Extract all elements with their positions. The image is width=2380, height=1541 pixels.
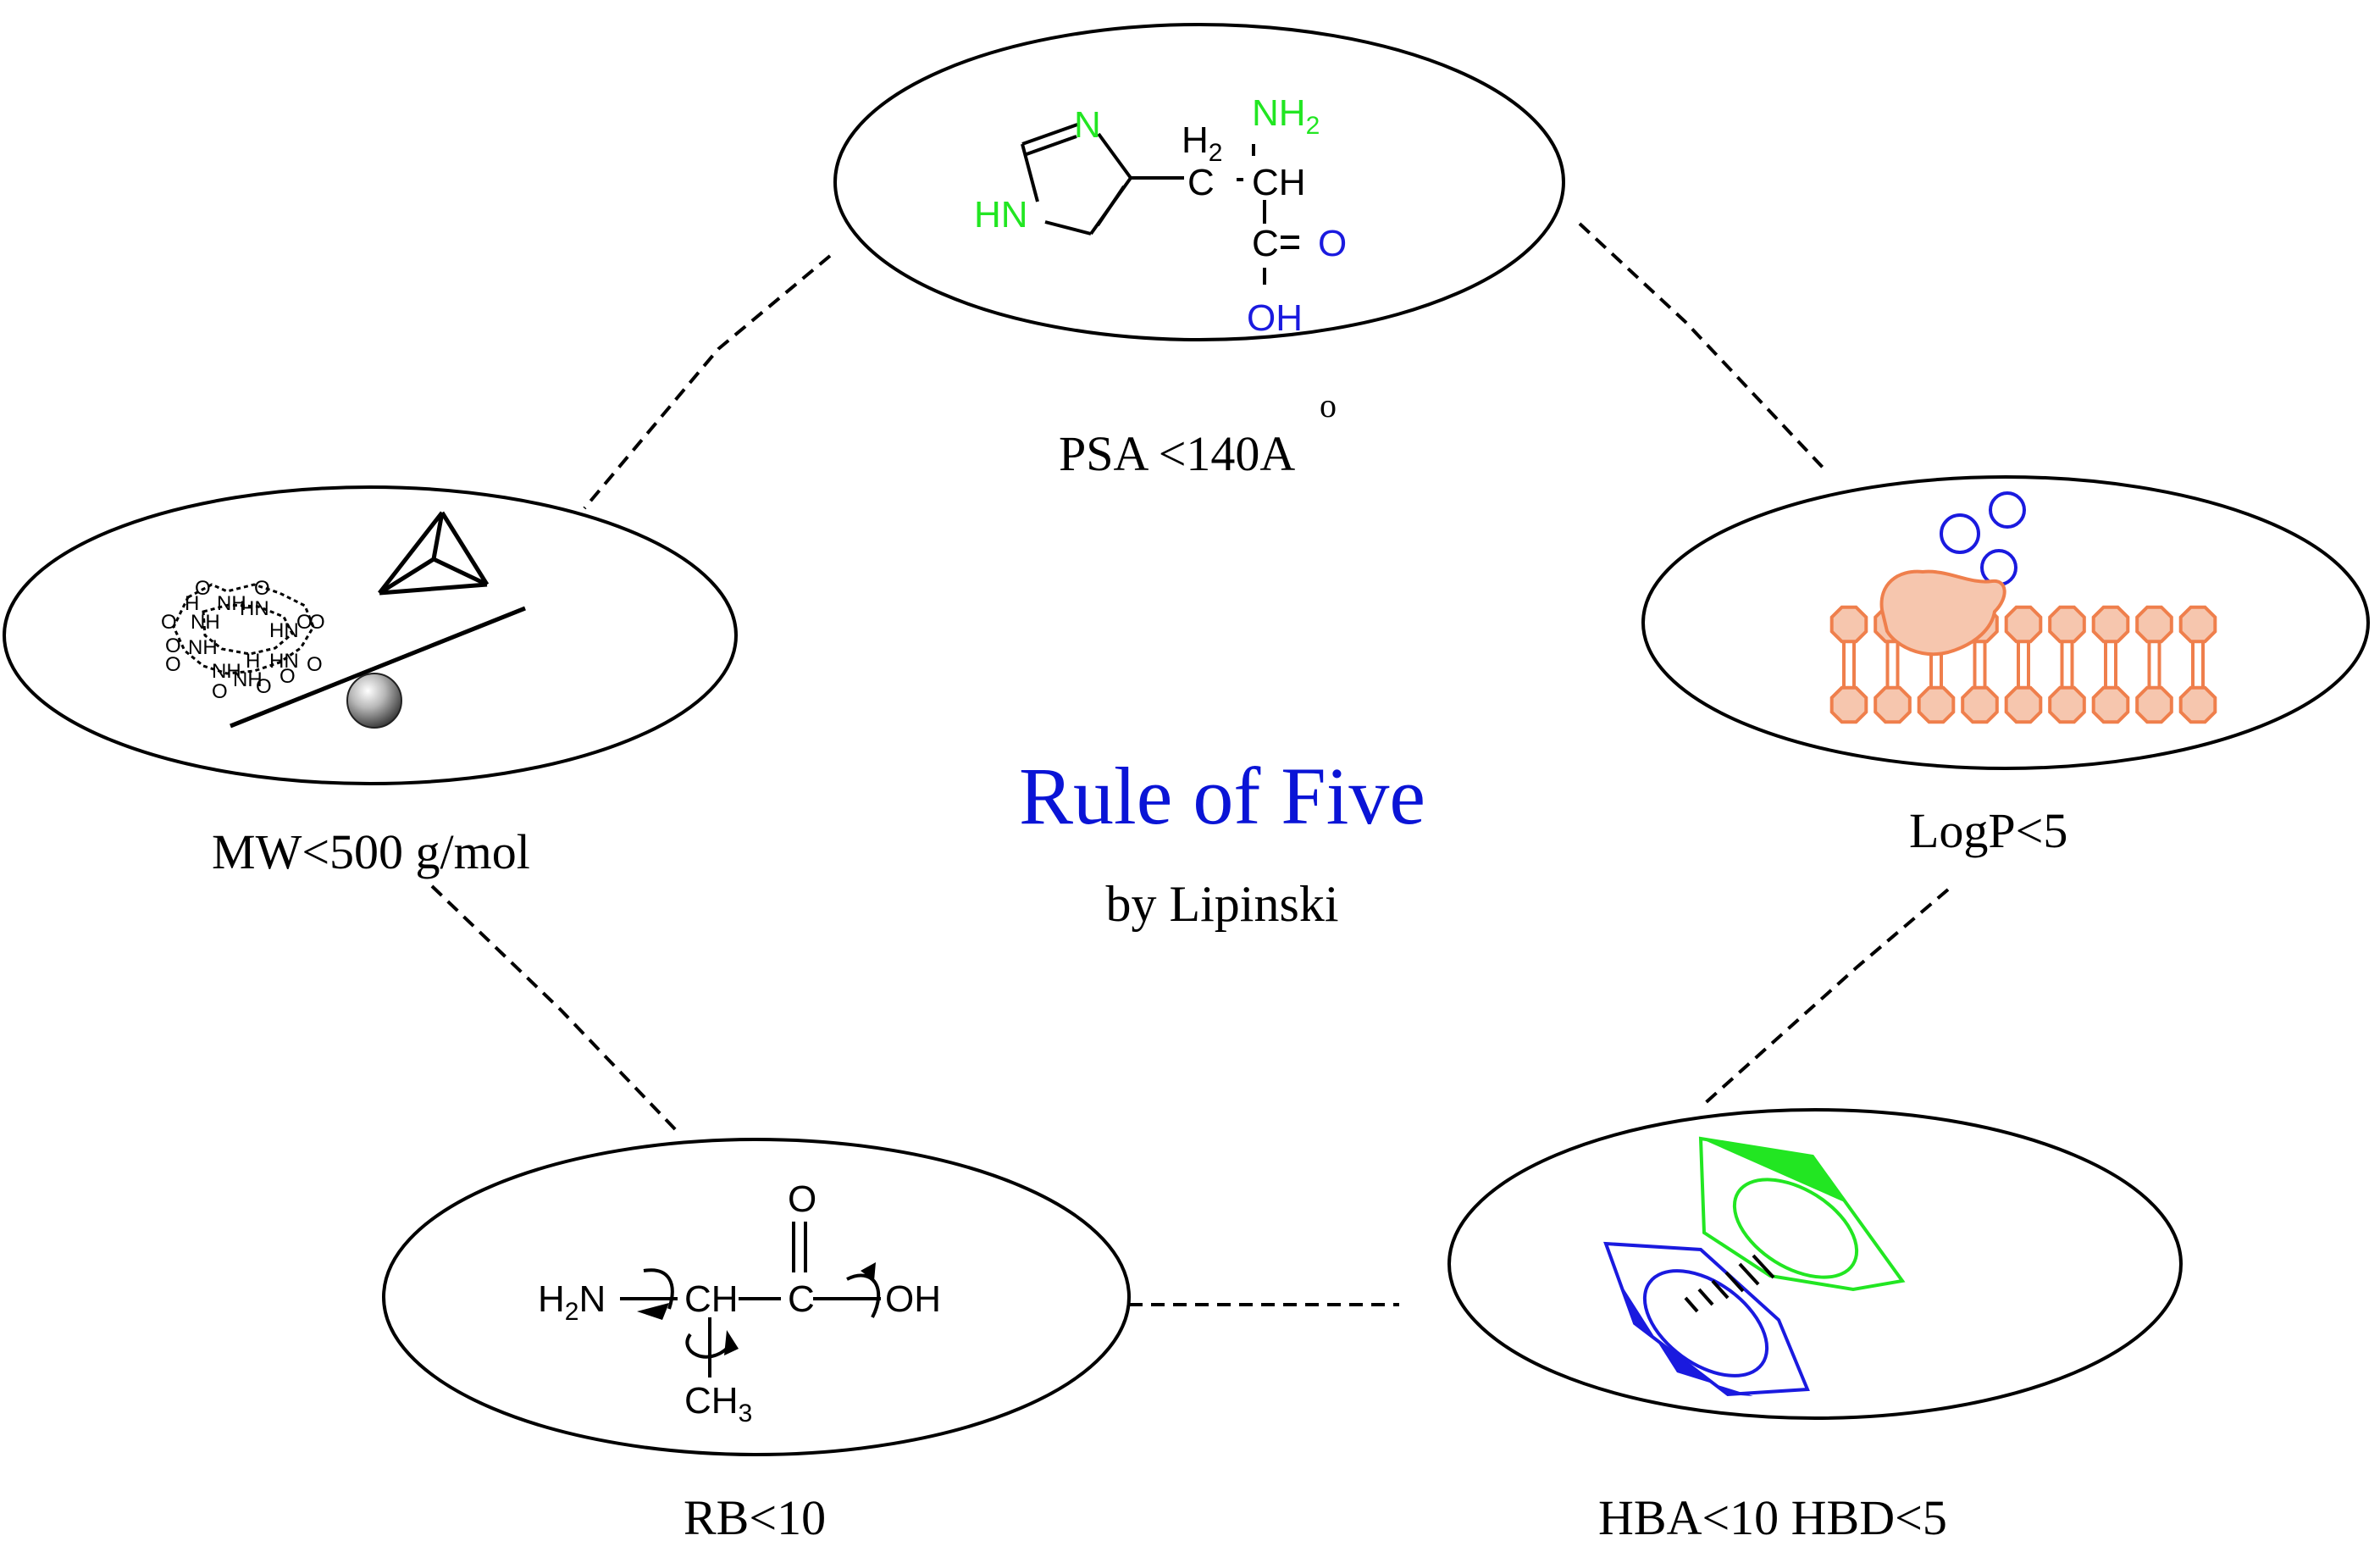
- node-psa-label: PSA <140A: [1059, 426, 1295, 481]
- svg-text:O: O: [309, 611, 325, 634]
- membrane-protein-icon: [1879, 569, 2006, 657]
- svg-text:H: H: [185, 592, 199, 615]
- macrocycle-molecule: O NH O O NH HN O O NH HN O O NH H HN O O…: [161, 577, 325, 703]
- bicyclic-molecule-icon: [378, 511, 490, 596]
- svg-text:HN: HN: [269, 619, 299, 642]
- node-logp-label: LogP<5: [1909, 803, 2067, 858]
- lipid-membrane-icon: [1829, 491, 2217, 724]
- lipid-head-icon: [2178, 605, 2217, 644]
- lipid-head-icon: [2004, 685, 2043, 724]
- svg-text:O: O: [1318, 223, 1347, 264]
- rotatable-bonds-structure-icon: H2N CH C O OH CH3: [538, 1178, 941, 1427]
- svg-text:CH: CH: [684, 1278, 739, 1320]
- node-hb-label: HBA<10 HBD<5: [1598, 1490, 1947, 1541]
- angstrom-ring-mark: o: [1320, 386, 1337, 424]
- connector-psa-mw: [583, 254, 832, 510]
- svg-text:O: O: [296, 611, 313, 634]
- svg-text:O: O: [161, 611, 177, 634]
- svg-text:O: O: [254, 577, 270, 600]
- node-psa-ellipse: [833, 23, 1565, 341]
- connector-mw-rb: [430, 884, 679, 1134]
- svg-text:NH: NH: [191, 611, 220, 634]
- histidine-structure-icon: N HN H2 C NH2 CH C O OH: [974, 92, 1347, 339]
- lipid-head-icon: [2048, 685, 2086, 724]
- svg-text:HN: HN: [240, 597, 269, 620]
- svg-text:NH: NH: [233, 668, 263, 691]
- svg-text:O: O: [165, 635, 181, 657]
- fulcrum-sphere-icon: [346, 673, 402, 729]
- lipid-head-icon: [2048, 605, 2086, 644]
- svg-text:CH: CH: [1252, 162, 1306, 203]
- svg-text:HN: HN: [974, 194, 1028, 236]
- node-hb-ellipse: [1447, 1108, 2183, 1420]
- svg-text:OH: OH: [1247, 297, 1303, 339]
- molecular-weight-balance-icon: O NH O O NH HN O O NH HN O O NH H HN O O…: [161, 511, 526, 729]
- lipid-head-icon: [1917, 685, 1956, 724]
- diagram-title: Rule of Five: [1019, 751, 1425, 841]
- floating-molecule-icon: [1989, 491, 2026, 529]
- svg-text:O: O: [256, 675, 272, 698]
- connector-logp-hb: [1701, 888, 1950, 1107]
- lipid-head-icon: [2135, 605, 2173, 644]
- lipid-head-icon: [2178, 685, 2217, 724]
- svg-text:NH2: NH2: [1252, 92, 1320, 140]
- svg-text:C: C: [1252, 223, 1279, 264]
- lipid-head-icon: [2004, 605, 2043, 644]
- floating-molecule-icon: [1940, 513, 1980, 554]
- svg-text:H2N: H2N: [538, 1278, 606, 1326]
- lipid-head-icon: [2091, 685, 2130, 724]
- svg-text:H: H: [246, 650, 260, 673]
- svg-text:O: O: [165, 653, 181, 676]
- diagram-subtitle: by Lipinski: [1105, 876, 1338, 932]
- svg-text:HN: HN: [269, 650, 299, 673]
- balance-beam: [230, 606, 526, 729]
- node-rb-label: RB<10: [684, 1490, 826, 1541]
- angstrom-unit: A: [1259, 426, 1295, 481]
- svg-text:O: O: [307, 653, 323, 676]
- lipid-head-icon: [1874, 685, 1912, 724]
- svg-text:O: O: [195, 577, 211, 600]
- svg-text:O: O: [788, 1178, 816, 1220]
- lipid-head-icon: [2135, 685, 2173, 724]
- svg-text:CH3: CH3: [684, 1380, 752, 1427]
- lipid-head-icon: [2091, 605, 2130, 644]
- connector-psa-logp: [1578, 222, 1829, 474]
- node-mw-ellipse: [3, 485, 738, 785]
- svg-text:OH: OH: [885, 1278, 941, 1320]
- svg-text:O: O: [280, 665, 296, 688]
- dashed-connectors: [430, 222, 1950, 1306]
- lipid-head-icon: [1829, 685, 1868, 724]
- svg-text:O: O: [212, 680, 228, 703]
- svg-text:NH: NH: [188, 636, 218, 659]
- lipid-head-icon: [1961, 685, 1999, 724]
- hydrogen-bond-rings-icon: [1603, 1136, 1906, 1397]
- lipid-head-icon: [1829, 605, 1868, 644]
- svg-text:C: C: [788, 1278, 815, 1320]
- svg-text:H2: H2: [1182, 119, 1222, 167]
- svg-text:NH: NH: [217, 592, 246, 615]
- svg-text:C: C: [1187, 162, 1215, 203]
- node-mw-label: MW<500 g/mol: [212, 824, 530, 879]
- svg-text:N: N: [1074, 104, 1101, 146]
- svg-text:NH: NH: [212, 660, 241, 683]
